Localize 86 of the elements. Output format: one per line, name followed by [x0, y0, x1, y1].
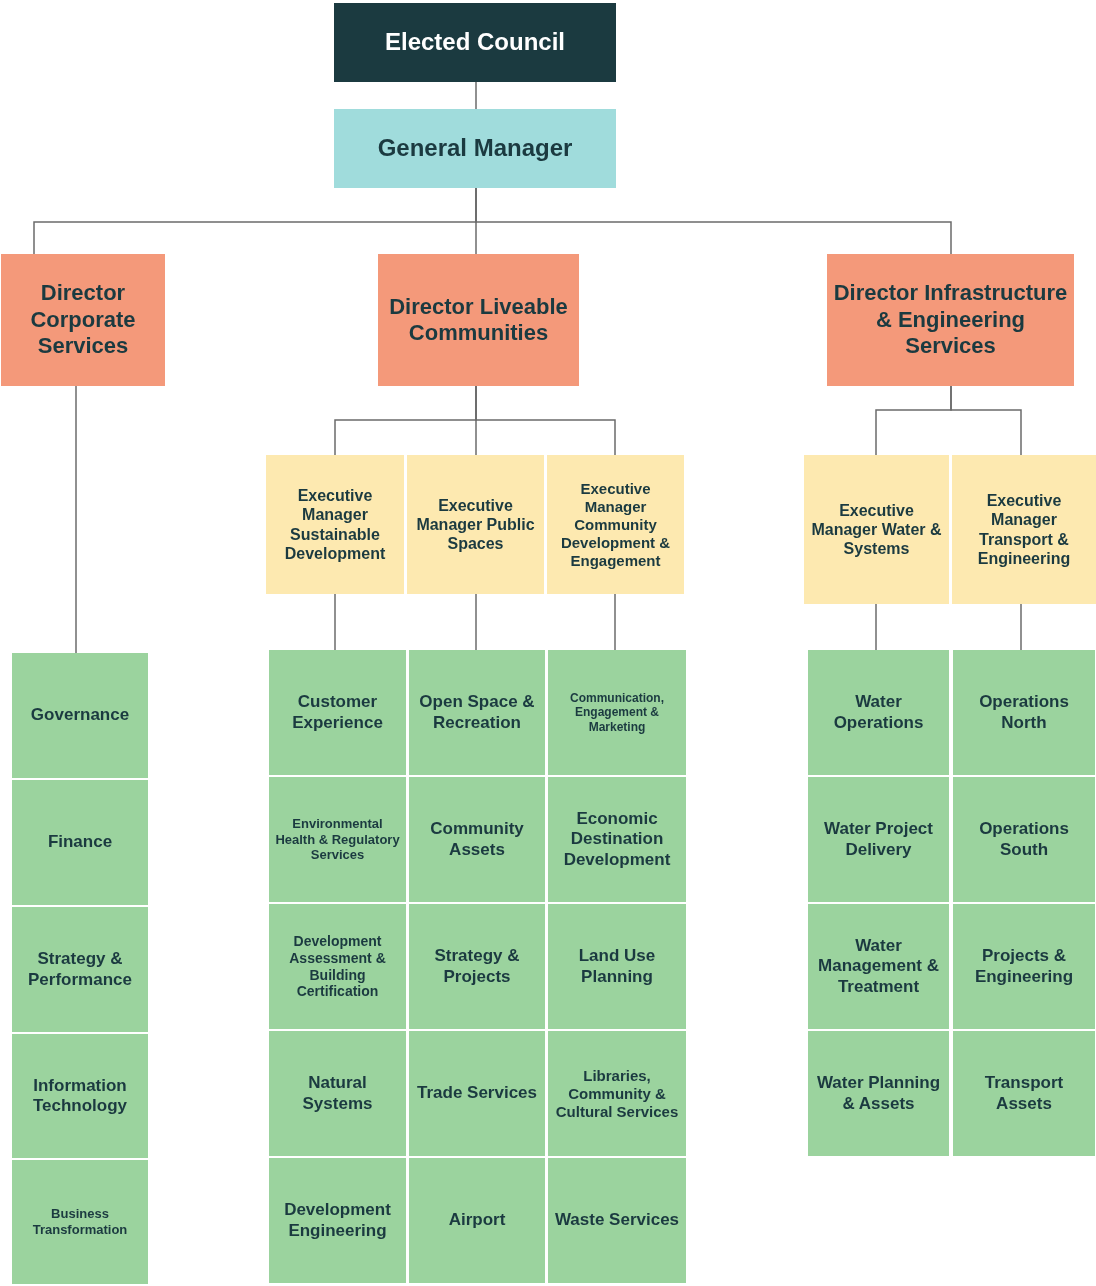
unit-box	[269, 650, 406, 775]
role-label: Finance	[47, 832, 113, 853]
unit-box	[808, 650, 949, 775]
role-label: Transport Assets	[983, 1073, 1065, 1114]
role-label: Water Project Delivery	[823, 819, 934, 860]
unit-box	[808, 777, 949, 902]
role-label: Information Technology	[31, 1075, 129, 1117]
unit-box	[12, 653, 148, 778]
unit-box	[12, 907, 148, 1032]
connector-line	[475, 81, 477, 110]
unit-box	[12, 1034, 148, 1158]
role-label: Environmental Health & Regulatory Services	[274, 816, 401, 863]
role-label: Executive Manager Water & Systems	[810, 500, 943, 559]
executive-box	[804, 455, 949, 604]
unit-box	[409, 777, 545, 902]
unit-box	[953, 777, 1095, 902]
role-label: Director Corporate Services	[29, 280, 137, 360]
executive-box	[952, 455, 1096, 604]
unit-box	[269, 1031, 406, 1156]
role-label: Water Operations	[832, 692, 925, 733]
unit-box	[808, 1031, 949, 1156]
connector-line	[1020, 603, 1022, 651]
unit-box	[12, 780, 148, 905]
unit-box	[409, 904, 545, 1029]
role-label: Customer Experience	[291, 692, 384, 733]
unit-box	[953, 650, 1095, 775]
role-label: Governance	[30, 705, 130, 726]
role-label: Water Planning & Assets	[815, 1073, 942, 1114]
manager-box	[334, 109, 616, 188]
role-label: Executive Manager Public Spaces	[415, 495, 536, 554]
role-label: Executive Manager Sustainable Development	[283, 486, 387, 563]
unit-box	[409, 1158, 545, 1283]
unit-box	[953, 904, 1095, 1029]
role-label: Elected Council	[384, 28, 565, 57]
connector-line	[475, 385, 616, 456]
role-label: Executive Manager Transport & Engineering	[976, 491, 1072, 568]
unit-box	[548, 904, 686, 1029]
role-label: Development Assessment & Building Certification	[288, 932, 387, 1001]
unit-box	[269, 777, 406, 902]
role-label: Waste Services	[554, 1210, 680, 1231]
unit-box	[548, 777, 686, 902]
unit-box	[12, 1160, 148, 1284]
role-label: Strategy & Projects	[433, 946, 521, 987]
executive-box	[407, 455, 544, 594]
role-label: Open Space & Recreation	[418, 692, 536, 733]
role-label: Water Management & Treatment	[817, 935, 940, 998]
role-label: Economic Destination Development	[562, 808, 672, 871]
role-label: Operations South	[978, 819, 1070, 860]
unit-box	[269, 904, 406, 1029]
unit-box	[548, 1031, 686, 1156]
role-label: General Manager	[377, 134, 573, 163]
unit-box	[548, 650, 686, 775]
role-label: Natural Systems	[301, 1073, 374, 1114]
unit-box	[409, 650, 545, 775]
role-label: Business Transformation	[31, 1206, 129, 1238]
executive-box	[266, 455, 404, 594]
connector-line	[875, 603, 877, 651]
connector-line	[614, 593, 616, 651]
role-label: Director Liveable Communities	[388, 293, 569, 347]
role-label: Libraries, Community & Cultural Services	[554, 1066, 680, 1121]
unit-box	[953, 1031, 1095, 1156]
role-label: Airport	[448, 1210, 506, 1231]
director-box	[827, 254, 1074, 386]
role-label: Development Engineering	[283, 1200, 392, 1241]
unit-box	[548, 1158, 686, 1283]
unit-box	[269, 1158, 406, 1283]
role-label: Community Assets	[429, 819, 525, 860]
director-box	[378, 254, 579, 386]
role-label: Director Infrastructure & Engineering Services	[832, 280, 1069, 360]
council-box	[334, 3, 616, 82]
executive-box	[547, 455, 684, 594]
role-label: Trade Services	[417, 1083, 537, 1104]
role-label: Operations North	[978, 692, 1070, 733]
connector-line	[75, 385, 77, 654]
connector-line	[334, 593, 336, 651]
connector-line	[950, 385, 1022, 456]
director-box	[1, 254, 165, 386]
connector-line	[475, 593, 477, 651]
role-label: Strategy & Performance	[27, 949, 133, 990]
role-label: Communication, Engagement & Marketing	[569, 690, 665, 735]
unit-box	[409, 1031, 545, 1156]
role-label: Land Use Planning	[577, 946, 657, 987]
connector-line	[475, 187, 952, 255]
unit-box	[808, 904, 949, 1029]
role-label: Projects & Engineering	[973, 946, 1075, 987]
role-label: Executive Manager Community Development & Engagement	[559, 479, 672, 570]
